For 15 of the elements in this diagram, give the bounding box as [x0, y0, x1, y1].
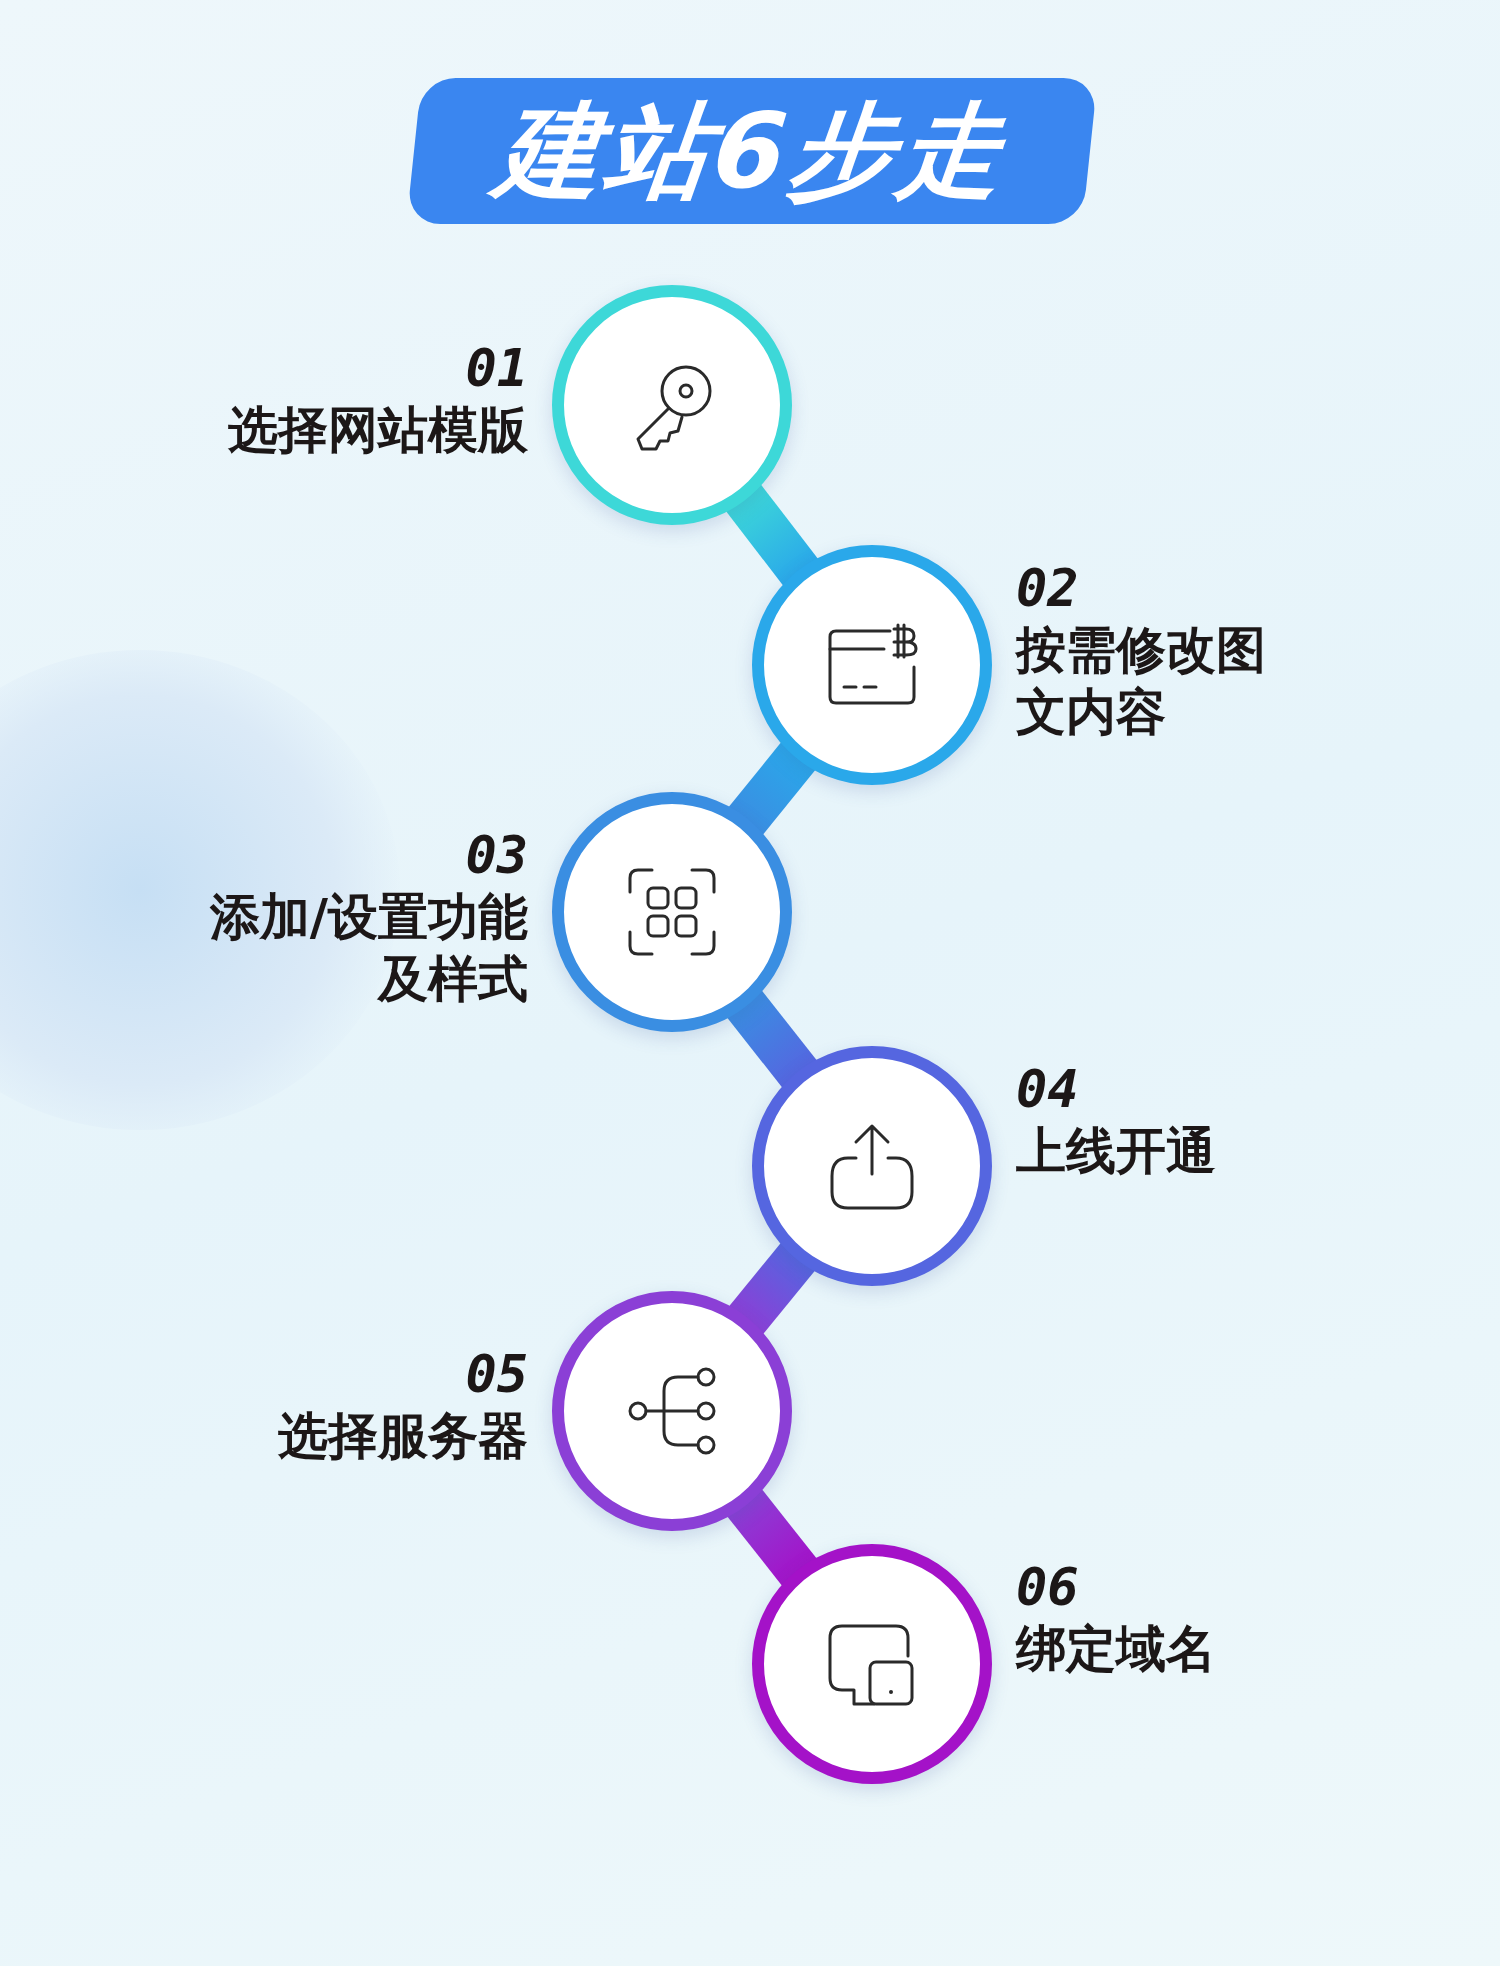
- step-number: 03: [464, 824, 528, 886]
- step-label: 绑定域名: [1016, 1619, 1217, 1680]
- step-label: 添加/设置功能及样式: [208, 887, 528, 1010]
- step-number: 06: [1016, 1556, 1080, 1618]
- connector: [727, 741, 817, 836]
- step-label: 选择服务器: [277, 1406, 528, 1467]
- step-label: 按需修改图文内容: [1016, 620, 1267, 743]
- step-number: 04: [1016, 1058, 1080, 1120]
- step-label: 上线开通: [1016, 1121, 1217, 1182]
- step-number: 01: [464, 337, 528, 399]
- step-label: 选择网站模版: [227, 400, 528, 461]
- step-number: 02: [1016, 557, 1080, 619]
- connector: [726, 989, 818, 1089]
- connector: [725, 483, 819, 587]
- step-number: 05: [464, 1343, 528, 1405]
